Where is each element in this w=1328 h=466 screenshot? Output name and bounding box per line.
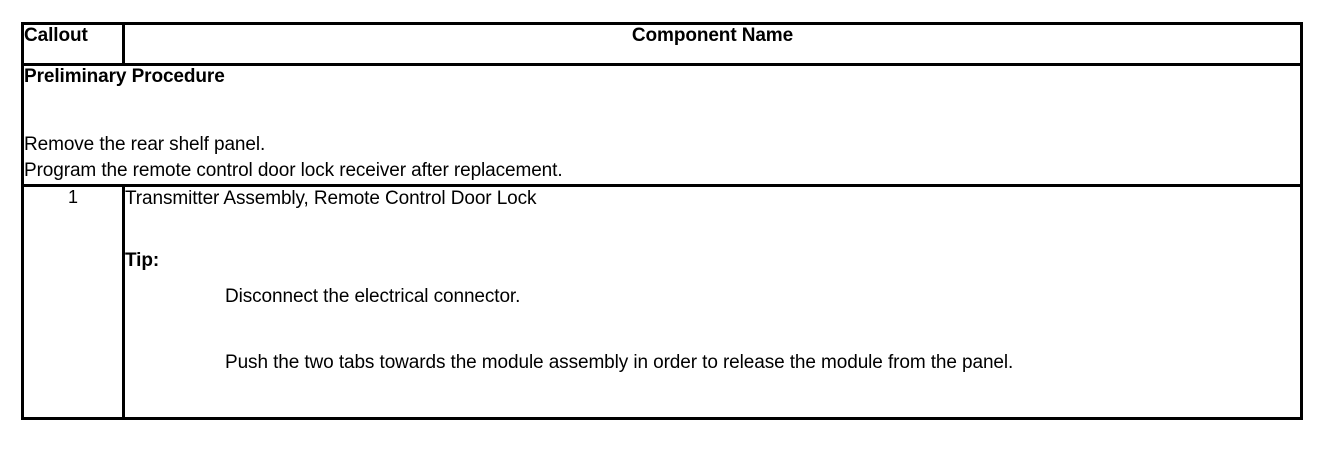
- column-header-callout: Callout: [21, 22, 125, 66]
- spacer: [125, 211, 1300, 249]
- preliminary-procedure-line-2: Program the remote control door lock rec…: [24, 160, 563, 181]
- tip-label: Tip:: [125, 250, 160, 271]
- component-description-cell: Transmitter Assembly, Remote Control Doo…: [122, 184, 1303, 420]
- preliminary-procedure-cell: Preliminary Procedure Remove the rear sh…: [21, 63, 1303, 187]
- preliminary-procedure-row: Preliminary Procedure Remove the rear sh…: [21, 63, 1303, 187]
- component-name-text: Transmitter Assembly, Remote Control Doo…: [125, 188, 537, 209]
- spacer: [24, 88, 1300, 132]
- spacer: [125, 273, 1300, 285]
- tip-step-2: Push the two tabs towards the module ass…: [225, 352, 1014, 373]
- table-row: 1 Transmitter Assembly, Remote Control D…: [21, 184, 1303, 420]
- table-header-row: Callout Component Name: [21, 22, 1303, 66]
- spacer: [125, 309, 1300, 351]
- spacer: [125, 375, 1300, 411]
- tip-step-1: Disconnect the electrical connector.: [225, 286, 521, 307]
- preliminary-procedure-line-1: Remove the rear shelf panel.: [24, 134, 266, 155]
- callout-number: 1: [21, 184, 125, 420]
- preliminary-procedure-heading: Preliminary Procedure: [24, 66, 225, 87]
- component-callout-table: Callout Component Name Preliminary Proce…: [21, 22, 1303, 420]
- column-header-component-name: Component Name: [122, 22, 1303, 66]
